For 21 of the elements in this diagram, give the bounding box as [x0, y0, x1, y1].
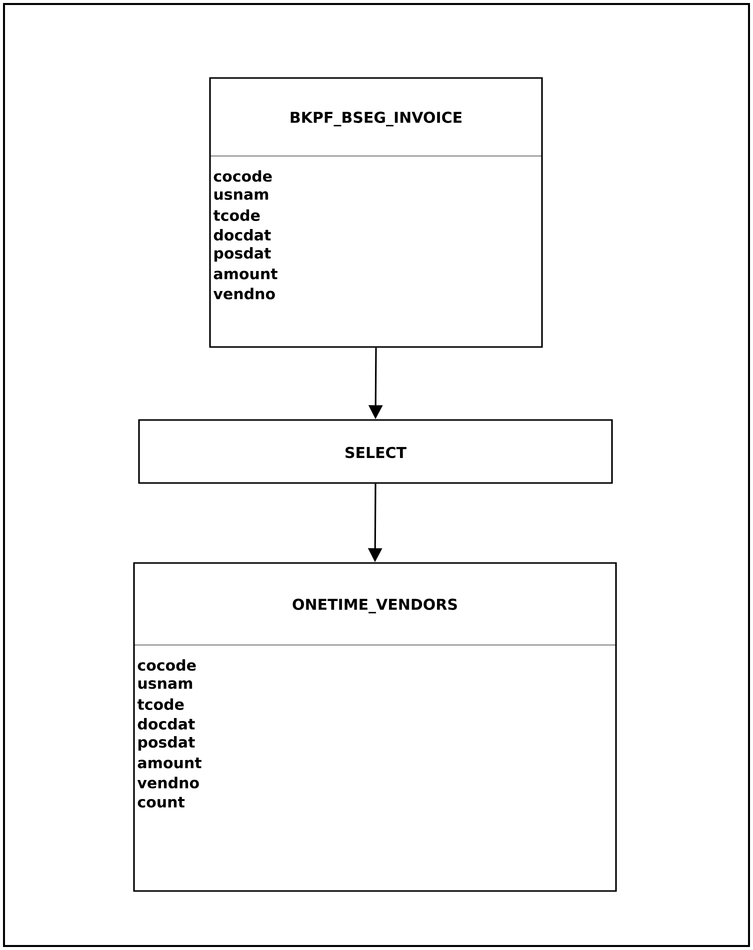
box-label: SELECT	[346, 446, 406, 458]
field-name: usnam	[214, 191, 268, 200]
field-name: amount	[214, 268, 278, 280]
field-name: docdat	[214, 229, 271, 241]
field-name: usnam	[138, 680, 192, 689]
process-box	[138, 419, 613, 484]
table-title: ONETIME_VENDORS	[292, 598, 457, 614]
field-name: cocode	[138, 659, 196, 671]
field-name: vendno	[137, 776, 199, 788]
field-name: docdat	[138, 718, 195, 730]
table-title: BKPF_BSEG_INVOICE	[290, 112, 462, 126]
field-name: count	[138, 796, 185, 808]
field-name: posdat	[214, 247, 271, 262]
table-box	[209, 77, 543, 348]
field-name: amount	[138, 758, 202, 768]
field-name: vendno	[213, 288, 275, 300]
field-name: posdat	[138, 736, 195, 751]
field-name: tcode	[137, 698, 184, 710]
field-name: cocode	[214, 170, 272, 182]
table-box	[133, 562, 617, 892]
field-name: tcode	[213, 209, 260, 221]
